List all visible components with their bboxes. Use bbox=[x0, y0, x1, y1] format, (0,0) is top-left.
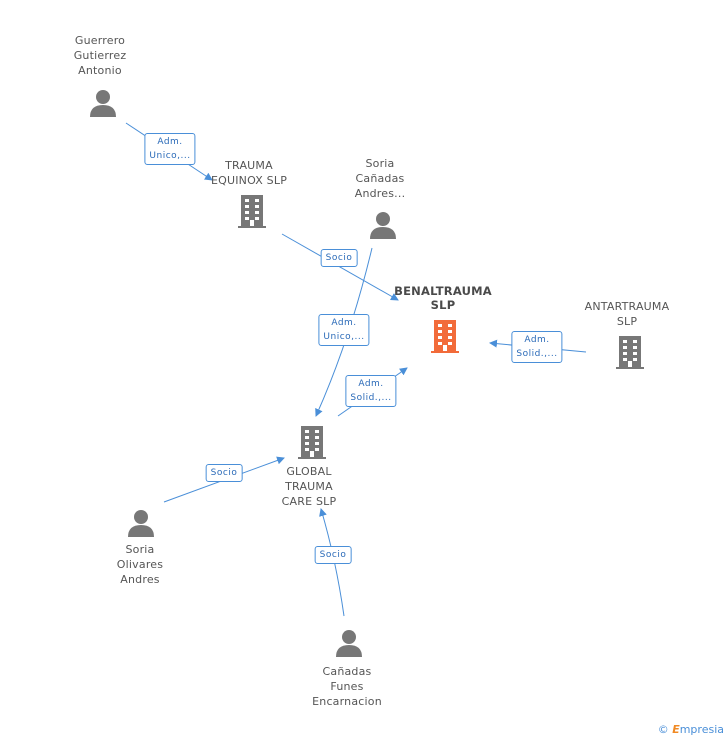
edge-label-funes-global[interactable]: Socio bbox=[314, 546, 352, 564]
edge-label-soria-global[interactable]: Adm. Unico,... bbox=[318, 314, 370, 346]
brand-logo-letter: E bbox=[672, 723, 680, 736]
edge-label-global-benal[interactable]: Adm. Solid.,... bbox=[345, 375, 397, 407]
building-icon[interactable] bbox=[614, 334, 646, 370]
edge-label-antar-benal[interactable]: Adm. Solid.,... bbox=[511, 331, 563, 363]
node-label-canadas-funes[interactable]: Cañadas Funes Encarnacion bbox=[312, 665, 382, 708]
node-label-trauma-equinox[interactable]: TRAUMA EQUINOX SLP bbox=[210, 159, 288, 187]
person-icon[interactable] bbox=[126, 508, 156, 538]
node-label-soria-canadas[interactable]: Soria Cañadas Andres... bbox=[354, 157, 406, 200]
node-label-guerrero[interactable]: Guerrero Gutierrez Antonio bbox=[73, 34, 127, 77]
person-icon[interactable] bbox=[368, 210, 398, 240]
building-icon-main[interactable] bbox=[429, 318, 461, 354]
node-label-global-trauma[interactable]: GLOBAL TRAUMA CARE SLP bbox=[281, 465, 337, 508]
node-label-soria-olivares[interactable]: Soria Olivares Andres bbox=[116, 543, 164, 586]
building-icon[interactable] bbox=[296, 424, 328, 460]
copyright-symbol: © bbox=[657, 723, 669, 736]
node-label-antartrauma[interactable]: ANTARTRAUMA SLP bbox=[584, 300, 670, 328]
node-label-benaltrauma[interactable]: BENALTRAUMA SLP bbox=[394, 284, 492, 312]
brand-logo-text: mpresia bbox=[679, 723, 724, 736]
footer-brand: © Empresia bbox=[658, 723, 724, 736]
person-icon[interactable] bbox=[88, 88, 118, 118]
edge-label-guerrero-trauma[interactable]: Adm. Unico,... bbox=[144, 133, 196, 165]
edge-label-trauma-benal[interactable]: Socio bbox=[320, 249, 358, 267]
building-icon[interactable] bbox=[236, 193, 268, 229]
person-icon[interactable] bbox=[334, 628, 364, 658]
edge-label-olivares-global[interactable]: Socio bbox=[205, 464, 243, 482]
edge-trauma-benal bbox=[281, 233, 399, 301]
